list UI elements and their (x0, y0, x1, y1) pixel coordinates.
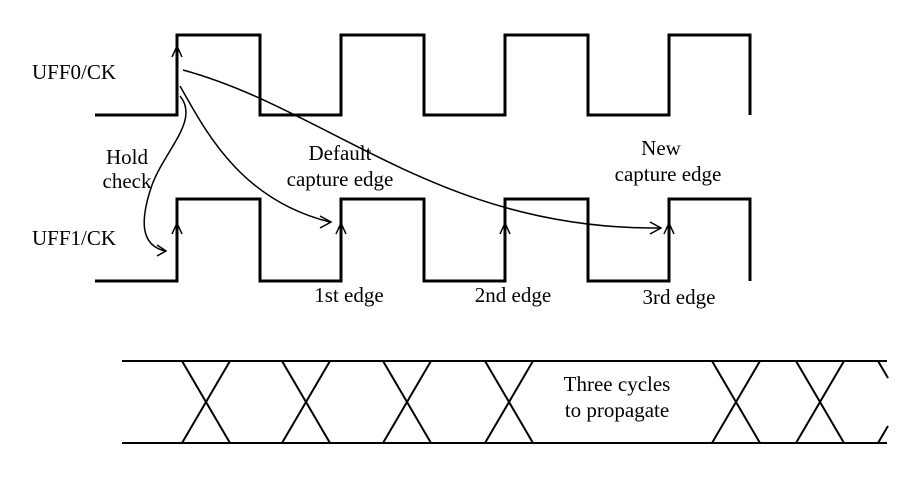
bus-transition-6 (795, 360, 845, 444)
bus-transition-1 (181, 360, 231, 444)
hold-check-label-line1: Hold (106, 145, 149, 169)
hold-check-label-line2: check (103, 169, 152, 193)
new-capture-arrowhead (649, 221, 663, 235)
default-capture-arrow (179, 85, 331, 223)
edge-label-1st: 1st edge (314, 283, 383, 307)
edge-label-2nd: 2nd edge (475, 283, 551, 307)
uff0-ck-waveform (95, 33, 752, 117)
bus-transition-7 (877, 360, 889, 444)
bus-label-line2: to propagate (565, 398, 669, 422)
edge-marker-uff1-2 (499, 221, 511, 252)
edge-marker-uff1-0 (171, 221, 183, 252)
new-capture-label-line1: New (641, 136, 681, 160)
bus-label-line1: Three cycles (564, 372, 671, 396)
bus-transition-4 (484, 360, 534, 444)
hold-check-arrowhead (156, 244, 168, 257)
uff1-ck-label: UFF1/CK (32, 226, 116, 250)
rising-edge-markers (171, 44, 675, 252)
edge-marker-uff1-3 (663, 221, 675, 252)
new-capture-label-line2: capture edge (615, 162, 722, 186)
bus-transition-5 (711, 360, 761, 444)
bus-transition-2 (281, 360, 331, 444)
default-capture-label-line1: Default (309, 141, 372, 165)
edge-marker-launch (171, 44, 183, 75)
bus-transition-3 (382, 360, 432, 444)
edge-label-3rd: 3rd edge (643, 285, 716, 309)
uff0-ck-label: UFF0/CK (32, 60, 116, 84)
new-capture-arrow (182, 69, 661, 229)
hold-check-arrow (143, 95, 187, 252)
arrows (143, 69, 663, 257)
edge-marker-uff1-1 (335, 221, 347, 252)
default-capture-arrowhead (319, 215, 333, 229)
data-bus (122, 360, 889, 444)
uff1-ck-waveform (95, 197, 752, 283)
default-capture-label-line2: capture edge (287, 167, 394, 191)
